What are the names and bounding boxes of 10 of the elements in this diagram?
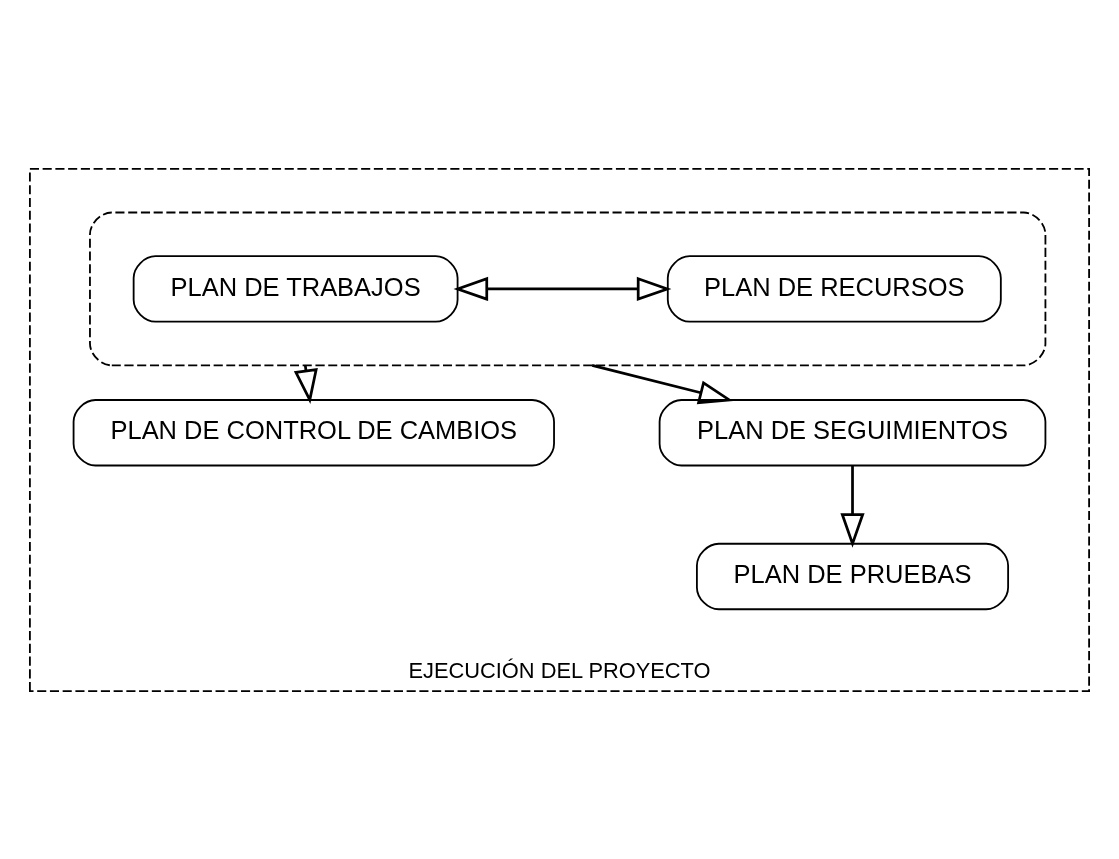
node-box: PLAN DE SEGUIMIENTOS — [658, 398, 1047, 466]
node-box: PLAN DE CONTROL DE CAMBIOS — [72, 398, 555, 466]
node-box: PLAN DE PRUEBAS — [696, 542, 1009, 610]
arrow — [453, 276, 672, 301]
arrow — [591, 363, 734, 404]
arrow — [840, 465, 865, 548]
cluster — [89, 211, 1047, 366]
arrow — [293, 364, 318, 404]
node-box: PLAN DE TRABAJOS — [132, 254, 459, 323]
node-box: PLAN DE RECURSOS — [666, 254, 1002, 323]
